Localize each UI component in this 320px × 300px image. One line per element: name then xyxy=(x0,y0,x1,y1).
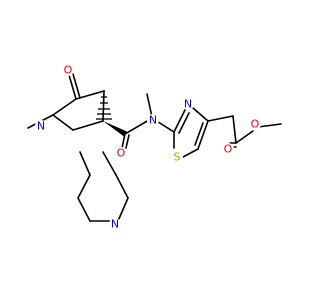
bond-thz-c4-c5-a xyxy=(197,120,209,150)
bond-thz-c2-n3-b xyxy=(178,112,190,134)
bond-py-c3-attach xyxy=(102,151,117,176)
bonds xyxy=(27,73,282,222)
atom-n-amide: N xyxy=(149,114,157,127)
hash-wedge-c3-pyridine xyxy=(96,90,112,120)
bond-c5-n1 xyxy=(52,114,74,131)
bond-py-c2-c3 xyxy=(115,174,129,199)
atom-o-lactam: O xyxy=(64,64,73,77)
bond-thz-c5-s xyxy=(182,148,199,158)
bond-amide-c-o-a xyxy=(121,133,126,149)
bond-ester-c-o-ether xyxy=(235,130,254,144)
bond-c3-c4 xyxy=(102,90,105,122)
bond-py-c4-c5 xyxy=(77,174,91,199)
atom-n-pyridine: N xyxy=(111,218,119,231)
bond-ether-o-methyl xyxy=(257,123,282,128)
bond-thz-c2-n3-a xyxy=(173,107,187,133)
bond-n1-c2 xyxy=(52,98,77,116)
bond-py-c5-c6 xyxy=(77,197,91,222)
bond-c2-o-lactam-b xyxy=(72,73,81,99)
bond-c4-c5 xyxy=(72,120,104,131)
bond-amide-c-o-b xyxy=(125,134,130,149)
bond-thz-c4-c5-b xyxy=(194,122,204,146)
bond-py-n1-c2 xyxy=(117,197,129,222)
atom-o-ester-ether: O xyxy=(251,118,260,131)
molecule-structure-diagram: O N N O N S O O N xyxy=(27,64,282,231)
atom-n-lactam: N xyxy=(37,120,45,133)
atom-o-amide: O xyxy=(117,147,126,160)
bond-amide-n-methyl xyxy=(146,93,153,118)
bond-ch2-ester-c xyxy=(232,115,237,144)
atom-n-thiazole: N xyxy=(184,98,192,111)
bond-amide-c-n xyxy=(124,119,150,135)
bond-c2-o-lactam-a xyxy=(68,74,77,100)
bond-thz-n3-c4 xyxy=(192,107,209,122)
bond-py-c3-c4 xyxy=(79,151,91,176)
atom-s-thiazole: S xyxy=(174,151,181,164)
bond-c4-ch2 xyxy=(207,115,234,122)
wedge-c4-carbonyl xyxy=(103,121,127,137)
atom-labels: O N N O N S O O N xyxy=(35,64,261,231)
atom-o-ester-carbonyl: O xyxy=(224,143,233,156)
